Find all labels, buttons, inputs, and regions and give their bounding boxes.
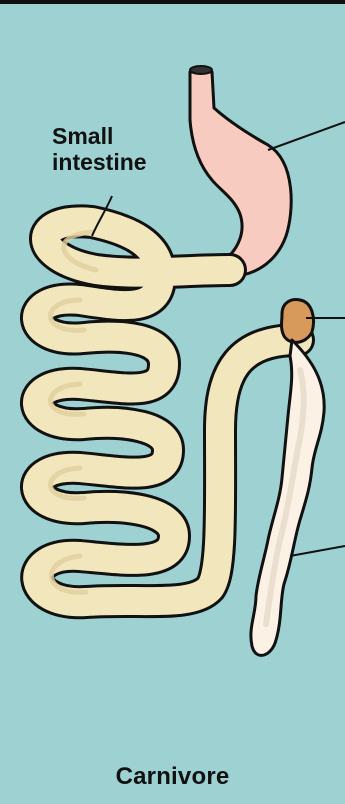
small-intestine-label: Small intestine — [52, 124, 147, 176]
colon-leader-line — [290, 546, 345, 556]
small-intestine — [37, 221, 298, 602]
stomach — [190, 66, 291, 283]
small-intestine-label-line2: intestine — [52, 150, 147, 176]
cecum — [282, 300, 314, 343]
large-intestine — [251, 340, 324, 655]
stomach-leader-line — [268, 122, 345, 150]
diagram-title: Carnivore — [0, 764, 345, 791]
small-intestine-label-line1: Small — [52, 124, 147, 150]
